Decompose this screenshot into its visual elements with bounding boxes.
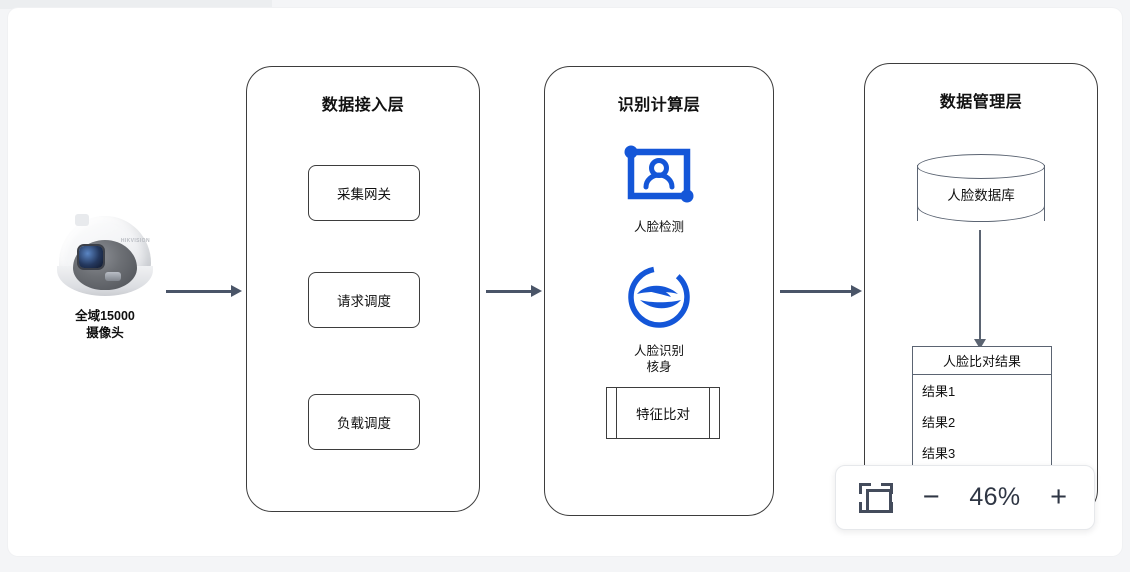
layer-recognition-compute[interactable]: 识别计算层 人脸检测 xyxy=(544,66,774,516)
layer-data-management-title: 数据管理层 xyxy=(939,94,1023,111)
result-row-label: 结果1 xyxy=(922,384,956,399)
database-cylinder-bottom xyxy=(917,193,1045,222)
node-face-database[interactable]: 人脸数据库 xyxy=(917,154,1045,232)
zoom-out-button[interactable]: − xyxy=(922,481,940,513)
source-camera-node[interactable]: HIKVISION 全域15000 摄像头 xyxy=(46,210,164,342)
node-feature-comparison[interactable]: 特征比对 xyxy=(606,387,720,439)
layer-data-management[interactable]: 数据管理层 人脸数据库 人脸比对结果 结果1 结果2 结果3 xyxy=(864,63,1098,516)
diagram-canvas[interactable]: HIKVISION 全域15000 摄像头 数据接入层 采集网关 请求调度 负载… xyxy=(8,8,1122,556)
node-face-detection-caption-line1: 人脸检测 xyxy=(633,220,684,234)
table-row[interactable]: 结果2 xyxy=(913,406,1051,437)
layer-recognition-compute-title: 识别计算层 xyxy=(617,97,701,114)
fit-corner-bottom-left xyxy=(858,501,871,513)
result-table[interactable]: 人脸比对结果 结果1 结果2 结果3 xyxy=(912,346,1052,469)
node-face-detection[interactable]: 人脸检测 xyxy=(545,142,773,235)
layer-data-access[interactable]: 数据接入层 采集网关 请求调度 负载调度 xyxy=(246,66,480,512)
source-camera-label-line2: 摄像头 xyxy=(86,326,124,340)
camera-top-tab xyxy=(75,214,89,226)
node-face-recognition[interactable]: 人脸识别 核身 xyxy=(545,264,773,375)
node-collection-gateway[interactable]: 采集网关 xyxy=(308,165,420,221)
table-row[interactable]: 结果3 xyxy=(913,437,1051,468)
zoom-level-value[interactable]: 46% xyxy=(969,483,1021,511)
face-detection-icon xyxy=(624,145,694,203)
connector-camera-to-access xyxy=(166,285,242,297)
face-recognition-eye-icon xyxy=(628,266,690,328)
node-face-detection-caption: 人脸检测 xyxy=(545,219,773,235)
fit-corner-top-right xyxy=(880,482,893,494)
result-table-header: 人脸比对结果 xyxy=(913,347,1051,375)
layer-data-access-title: 数据接入层 xyxy=(321,97,405,114)
connector-compute-to-data xyxy=(780,285,862,297)
node-load-scheduling-label: 负载调度 xyxy=(337,416,391,431)
fit-corner-top-left xyxy=(858,482,871,494)
connector-access-to-compute xyxy=(486,285,542,297)
fit-inner-rect xyxy=(865,488,892,513)
source-camera-label: 全域15000 摄像头 xyxy=(46,308,164,342)
top-band xyxy=(0,0,272,9)
source-camera-label-line1: 全域15000 xyxy=(75,309,135,323)
node-face-database-label: 人脸数据库 xyxy=(947,188,1015,203)
result-row-label: 结果3 xyxy=(922,446,956,461)
zoom-control-bar[interactable]: − 46% + xyxy=(835,465,1095,530)
node-load-scheduling[interactable]: 负载调度 xyxy=(308,394,420,450)
node-request-scheduling[interactable]: 请求调度 xyxy=(308,272,420,328)
table-row[interactable]: 结果1 xyxy=(913,375,1051,406)
node-face-recognition-caption: 人脸识别 核身 xyxy=(545,343,773,375)
camera-led xyxy=(105,272,121,281)
node-request-scheduling-label: 请求调度 xyxy=(337,294,391,309)
zoom-in-button[interactable]: + xyxy=(1050,481,1068,513)
fit-to-screen-icon[interactable] xyxy=(858,482,893,513)
result-row-label: 结果2 xyxy=(922,415,956,430)
dome-camera-icon: HIKVISION xyxy=(53,210,157,302)
camera-brand-text: HIKVISION xyxy=(120,238,150,244)
node-face-recognition-caption-line1: 人脸识别 xyxy=(633,344,684,358)
connector-database-to-result xyxy=(974,230,986,349)
node-face-recognition-caption-line2: 核身 xyxy=(646,360,672,374)
node-feature-comparison-label: 特征比对 xyxy=(636,407,690,422)
node-collection-gateway-label: 采集网关 xyxy=(337,187,391,202)
database-cylinder-top xyxy=(917,154,1045,179)
camera-lens xyxy=(79,246,103,268)
